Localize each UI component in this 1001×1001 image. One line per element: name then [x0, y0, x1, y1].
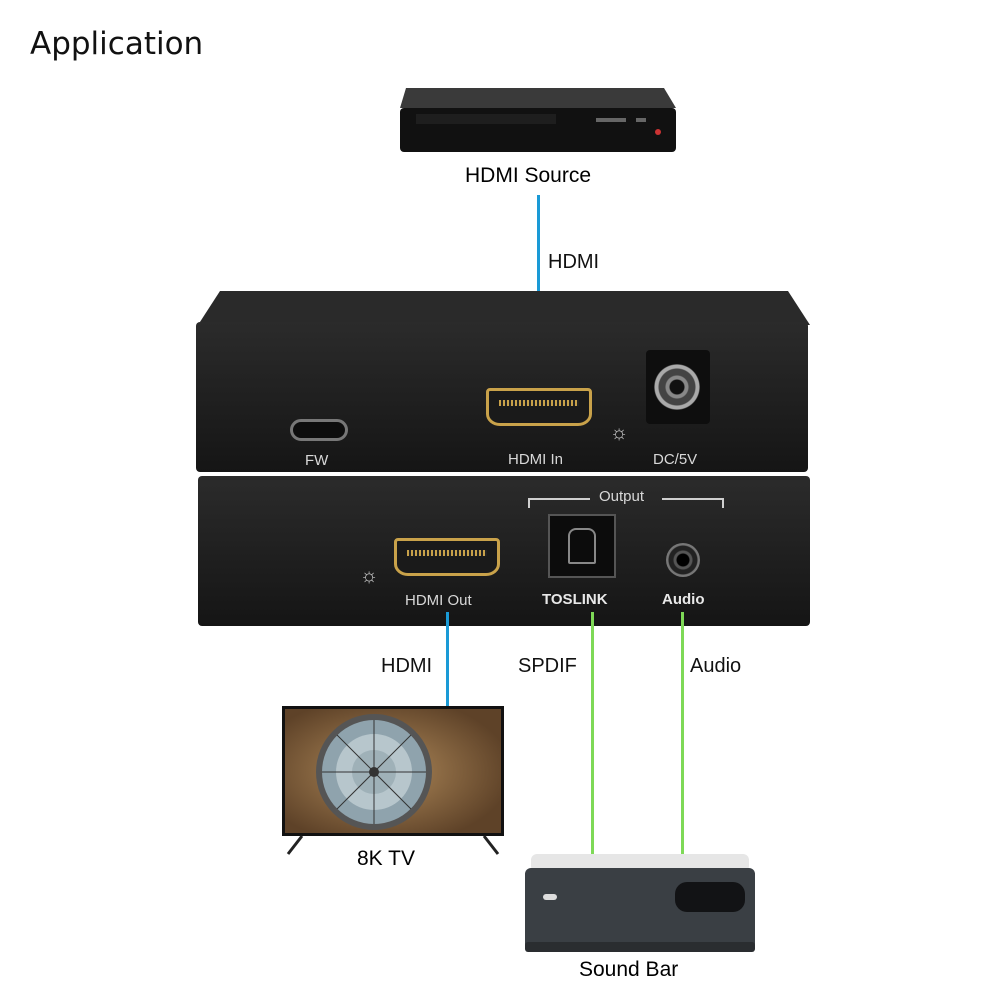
audio-connection-label: Audio [690, 655, 742, 677]
audio-port-label: Audio [662, 591, 705, 608]
hdmi-source-device [396, 78, 678, 156]
hdmi-out-connection-label: HDMI [381, 655, 433, 677]
soundbar-icon [525, 854, 755, 952]
tv-device [282, 706, 504, 856]
soundbar-device [525, 854, 755, 954]
hdmi-source-label: HDMI Source [465, 164, 592, 187]
output-bracket [528, 492, 724, 508]
output-label: Output [599, 488, 645, 505]
audio-jack-port [666, 543, 700, 577]
fw-label: FW [305, 452, 329, 469]
hdmi-in-connection-label: HDMI [548, 251, 600, 273]
hdmi-in-port [486, 388, 592, 426]
upper-unit-top-face [198, 285, 810, 325]
audio-connection-line [681, 612, 684, 854]
toslink-label: TOSLINK [542, 591, 608, 608]
hdmi-out-label: HDMI Out [405, 592, 472, 609]
toslink-port [548, 514, 616, 578]
soundbar-label: Sound Bar [579, 958, 679, 981]
tv-label: 8K TV [357, 847, 415, 870]
spdif-connection-line [591, 612, 594, 854]
hdmi-out-port [394, 538, 500, 576]
hdmi-out-connection-line [446, 612, 449, 710]
lower-unit-front [198, 476, 810, 626]
spdif-connection-label: SPDIF [518, 655, 577, 677]
dc-label: DC/5V [653, 451, 698, 468]
hdmi-in-connection-line [537, 195, 540, 343]
page-title: Application [30, 26, 204, 62]
dc-power-jack [646, 350, 710, 424]
tv-screen-icon [282, 706, 504, 855]
led-indicator-icon: ☼ [359, 565, 379, 587]
micro-usb-port [290, 419, 348, 441]
hdmi-in-label: HDMI In [508, 451, 564, 468]
led-indicator-icon: ☼ [609, 422, 629, 444]
set-top-box-icon [400, 88, 676, 152]
